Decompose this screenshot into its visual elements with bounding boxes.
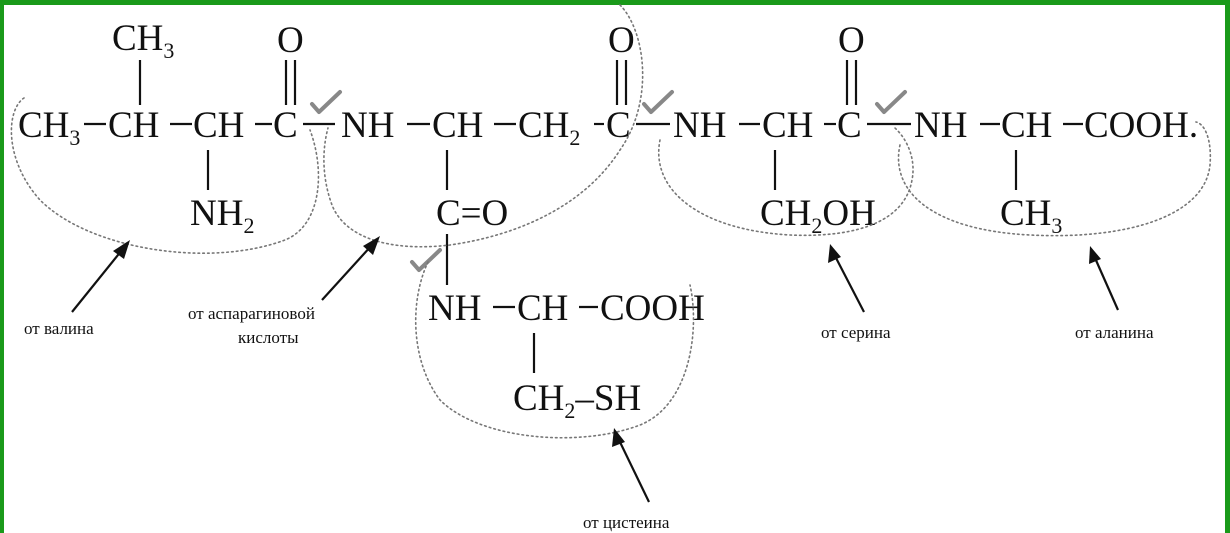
- arrow-aspartic: [321, 236, 380, 301]
- ch-aspartic-alpha: CH: [432, 105, 483, 146]
- carbonyl-oxygen-3: O: [838, 20, 865, 61]
- alanine-outline: [897, 121, 1212, 237]
- arrow-alanine: [1089, 246, 1120, 311]
- carbonyl-carbon-1: C: [273, 105, 298, 146]
- ch-valine-beta: CH: [108, 105, 159, 146]
- nh-cysteine: NH: [428, 288, 481, 329]
- carbonyl-oxygen-1: O: [277, 20, 304, 61]
- carbonyl-carbon-3: C: [837, 105, 862, 146]
- label-valine: от валина: [24, 319, 94, 338]
- carbonyl-carbon-2: C: [606, 105, 631, 146]
- ch2-aspartic: 2CH2: [518, 105, 580, 150]
- label-alanine: от аланина: [1075, 323, 1154, 342]
- cooh-cysteine: COOH: [600, 288, 705, 329]
- carbonyl-oxygen-2: O: [608, 20, 635, 61]
- arrow-valine: [71, 240, 130, 313]
- amino-group: NH2: [190, 193, 254, 238]
- nh-alanine: NH: [914, 105, 967, 146]
- methyl-left: CH3: [18, 105, 80, 150]
- ch-cysteine-alpha: CH: [517, 288, 568, 329]
- cooh-terminal: COOH.: [1084, 105, 1198, 146]
- arrow-cysteine: [612, 428, 650, 503]
- check-mark-1: [310, 90, 342, 114]
- check-mark-2: [642, 90, 674, 114]
- hydroxymethyl-group: CH2OH: [760, 193, 876, 238]
- thiol-group: CH2–SH: [513, 378, 641, 423]
- ch-valine-alpha: CH: [193, 105, 244, 146]
- check-mark-3: [875, 90, 907, 114]
- methyl-alanine: CH3: [1000, 193, 1062, 238]
- label-aspartic-line1: от аспарагиновой: [188, 304, 315, 323]
- ch-serine-alpha: CH: [762, 105, 813, 146]
- valine-outline: [10, 97, 320, 254]
- ch-alanine-alpha: CH: [1001, 105, 1052, 146]
- arrow-serine: [828, 244, 865, 313]
- nh-serine: NH: [673, 105, 726, 146]
- side-carbonyl: C=O: [436, 193, 508, 234]
- label-cysteine: от цистеина: [583, 513, 670, 532]
- serine-outline: [657, 127, 914, 237]
- check-mark-4: [410, 248, 442, 272]
- label-serine: от серина: [821, 323, 891, 342]
- label-aspartic-line2: кислоты: [238, 328, 299, 347]
- nh-aspartic: NH: [341, 105, 394, 146]
- valine-methyl-top: CH3: [112, 18, 174, 63]
